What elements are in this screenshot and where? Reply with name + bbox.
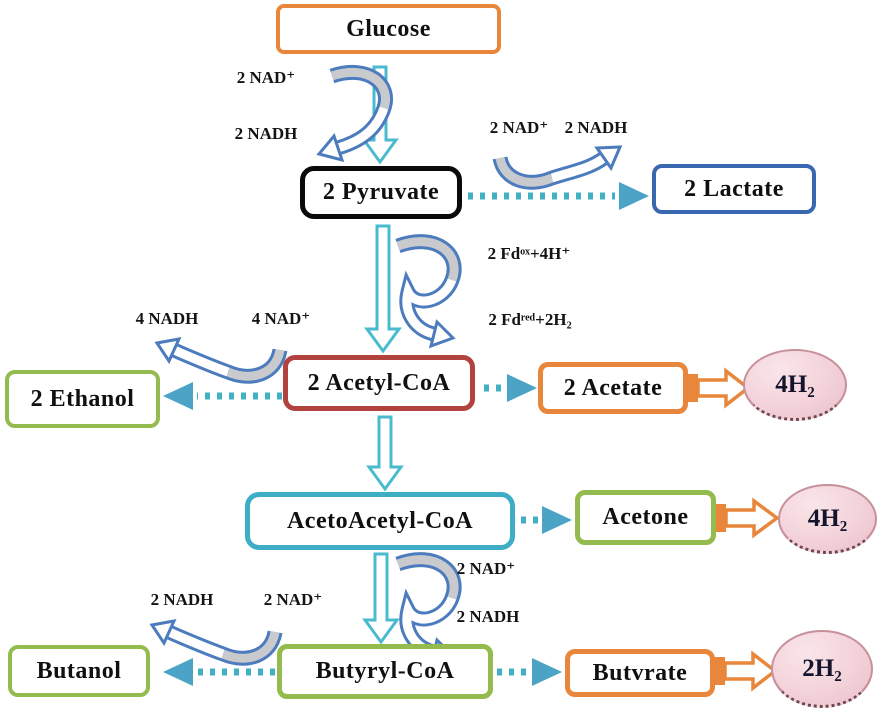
dotted-arrow-acetylcoa-to-ethanol: [163, 382, 282, 410]
label-ferredoxin-ox: 2 Fdᵒˣ+4H⁺: [487, 244, 571, 263]
label-butyryl-nadh: 2 NADH: [456, 607, 520, 626]
node-butanol: Butanol: [8, 645, 150, 697]
curved-arrow-ferredoxin: [395, 234, 462, 349]
block-arrow-butyrate-to-h2: [712, 650, 778, 692]
arrow-acetoacetylcoa-to-butyrylcoa: [362, 552, 400, 645]
label-ferredoxin-red: 2 Fdʳᵉᵈ+2H₂: [488, 310, 572, 329]
dotted-arrow-pyruvate-to-lactate: [468, 182, 649, 210]
node-butyryl-coa: Butyryl-CoA: [277, 644, 493, 699]
node-acetone: Acetone: [575, 490, 716, 545]
label-lactate-nadh: 2 NADH: [564, 118, 628, 137]
node-butyrate: Butvrate: [565, 649, 715, 697]
node-acetoacetyl-coa: AcetoAcetyl-CoA: [245, 492, 515, 550]
block-arrow-acetate-to-h2: [685, 367, 751, 409]
node-acetyl-coa: 2 Acetyl-CoA: [283, 355, 475, 411]
label-lactate-nad: 2 NAD⁺: [489, 118, 549, 137]
label-ethanol-nadh: 4 NADH: [135, 309, 199, 328]
label-butyryl-nad: 2 NAD⁺: [456, 559, 516, 578]
curved-arrow-glycolysis-nad: [316, 64, 393, 163]
label-glycolysis-nad: 2 NAD⁺: [236, 68, 296, 87]
node-pyruvate: 2 Pyruvate: [300, 166, 462, 219]
dotted-arrow-acetylcoa-to-acetate: [484, 374, 537, 402]
curved-arrow-butanol-nadh: [149, 619, 283, 666]
node-acetate: 2 Acetate: [538, 362, 688, 414]
dotted-arrow-butyrylcoa-to-butyrate: [497, 658, 562, 686]
node-glucose: Glucose: [276, 4, 501, 54]
h2-output-acetate: 4H₂: [743, 349, 847, 421]
label-butanol-nadh: 2 NADH: [150, 590, 214, 609]
label-ethanol-nad: 4 NAD⁺: [251, 309, 311, 328]
dotted-arrow-acetoacetylcoa-to-acetone: [521, 506, 572, 534]
block-arrow-acetone-to-h2: [713, 497, 780, 539]
label-glycolysis-nadh: 2 NADH: [234, 124, 298, 143]
node-lactate: 2 Lactate: [652, 164, 816, 214]
curved-arrow-ethanol-nadh: [154, 337, 288, 384]
node-ethanol: 2 Ethanol: [5, 370, 160, 428]
arrow-pyruvate-to-acetylcoa: [364, 224, 402, 354]
h2-output-acetone: 4H₂: [778, 484, 877, 554]
curved-arrow-lactate-nad: [492, 145, 623, 190]
arrow-acetylcoa-to-acetoacetylcoa: [366, 415, 404, 492]
label-butanol-nad: 2 NAD⁺: [263, 590, 323, 609]
h2-output-butyrate: 2H₂: [771, 630, 873, 708]
dotted-arrow-butyrylcoa-to-butanol: [163, 658, 275, 686]
